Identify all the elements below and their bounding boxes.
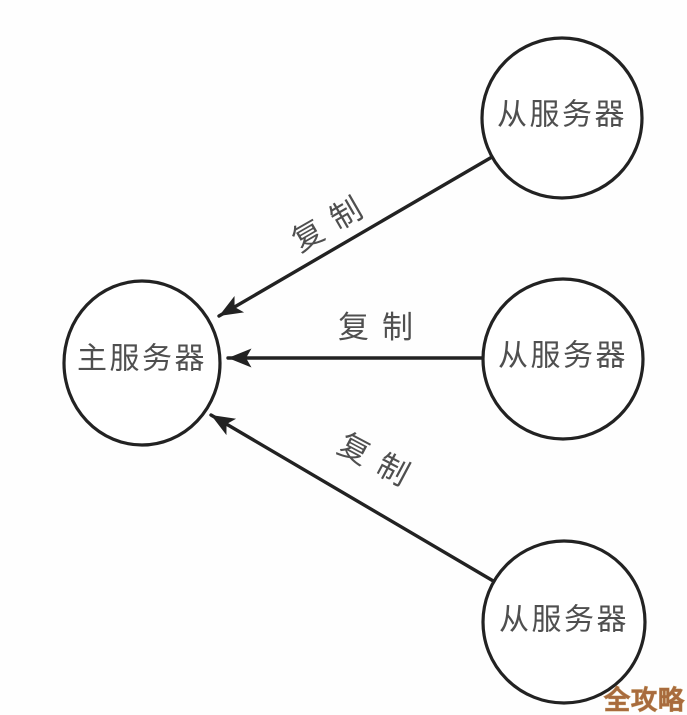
node-slave-server-middle: 从服务器 — [481, 277, 645, 441]
replication-edge-top — [217, 155, 494, 318]
master-server-label: 主服务器 — [77, 342, 207, 377]
slave-server-top-circle — [480, 36, 644, 200]
edge-label-middle: 复制 — [338, 310, 426, 346]
master-server-circle — [62, 279, 222, 447]
node-slave-server-top: 从服务器 — [480, 36, 644, 200]
slave-server-top-label: 从服务器 — [497, 98, 627, 133]
node-master-server: 主服务器 — [62, 279, 222, 447]
slave-server-bottom-label: 从服务器 — [499, 603, 629, 638]
replication-edge-bottom — [209, 413, 497, 584]
slave-server-middle-circle — [481, 277, 645, 441]
watermark: 全攻略 — [603, 685, 685, 715]
slave-server-bottom-circle — [481, 539, 647, 705]
node-slave-server-bottom: 从服务器 — [481, 539, 647, 705]
slave-server-middle-label: 从服务器 — [498, 339, 628, 374]
edge-label-bottom: 复制 — [332, 426, 427, 499]
